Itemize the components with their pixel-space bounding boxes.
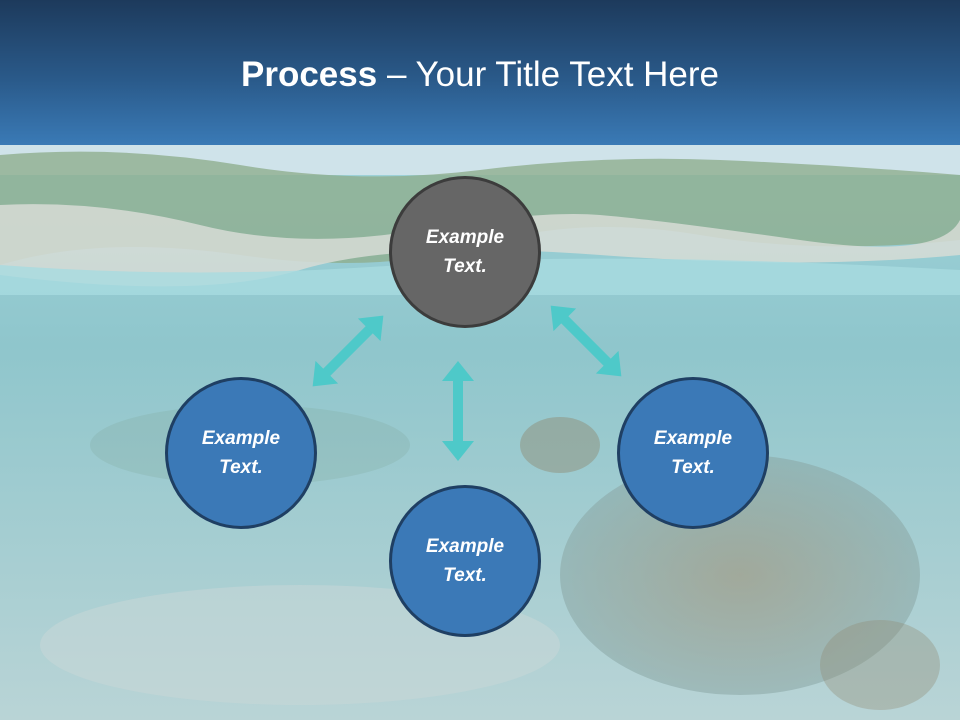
- left-circle: Example Text.: [165, 377, 317, 529]
- title-bold: Process: [241, 55, 378, 94]
- title-rest: – Your Title Text Here: [377, 55, 719, 94]
- slide-title: Process – Your Title Text Here: [0, 55, 960, 95]
- title-bar: Process – Your Title Text Here: [0, 0, 960, 145]
- arrow-right-diagonal: [550, 305, 622, 377]
- center-circle: Example Text.: [389, 176, 541, 328]
- bottom-circle-text: Example Text.: [425, 536, 505, 586]
- arrow-left-diagonal: [312, 315, 384, 387]
- right-circle-text: Example Text.: [653, 428, 733, 478]
- right-circle: Example Text.: [617, 377, 769, 529]
- left-circle-text: Example Text.: [201, 428, 281, 478]
- center-circle-text: Example Text.: [425, 227, 505, 277]
- bottom-circle: Example Text.: [389, 485, 541, 637]
- arrow-vertical: [442, 361, 474, 461]
